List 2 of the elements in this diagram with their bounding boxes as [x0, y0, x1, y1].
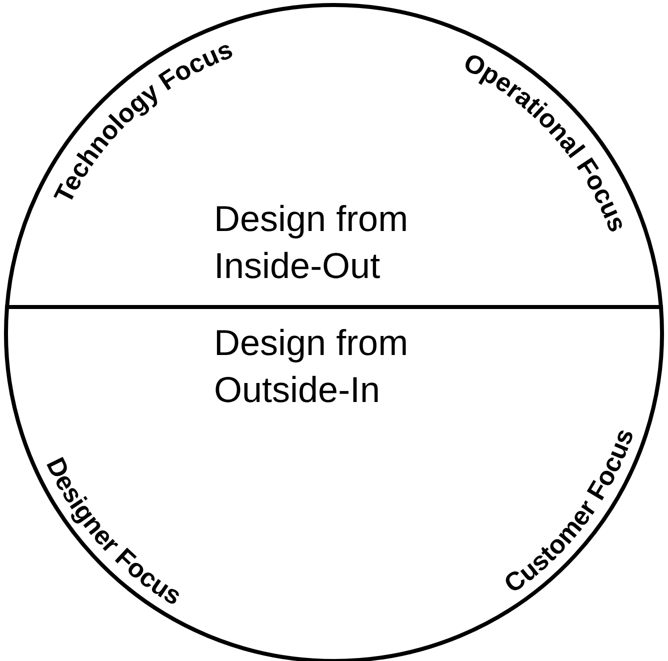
region-title: Design from Inside-Out — [214, 197, 410, 288]
region-title: Design from Outside-In — [214, 321, 410, 412]
